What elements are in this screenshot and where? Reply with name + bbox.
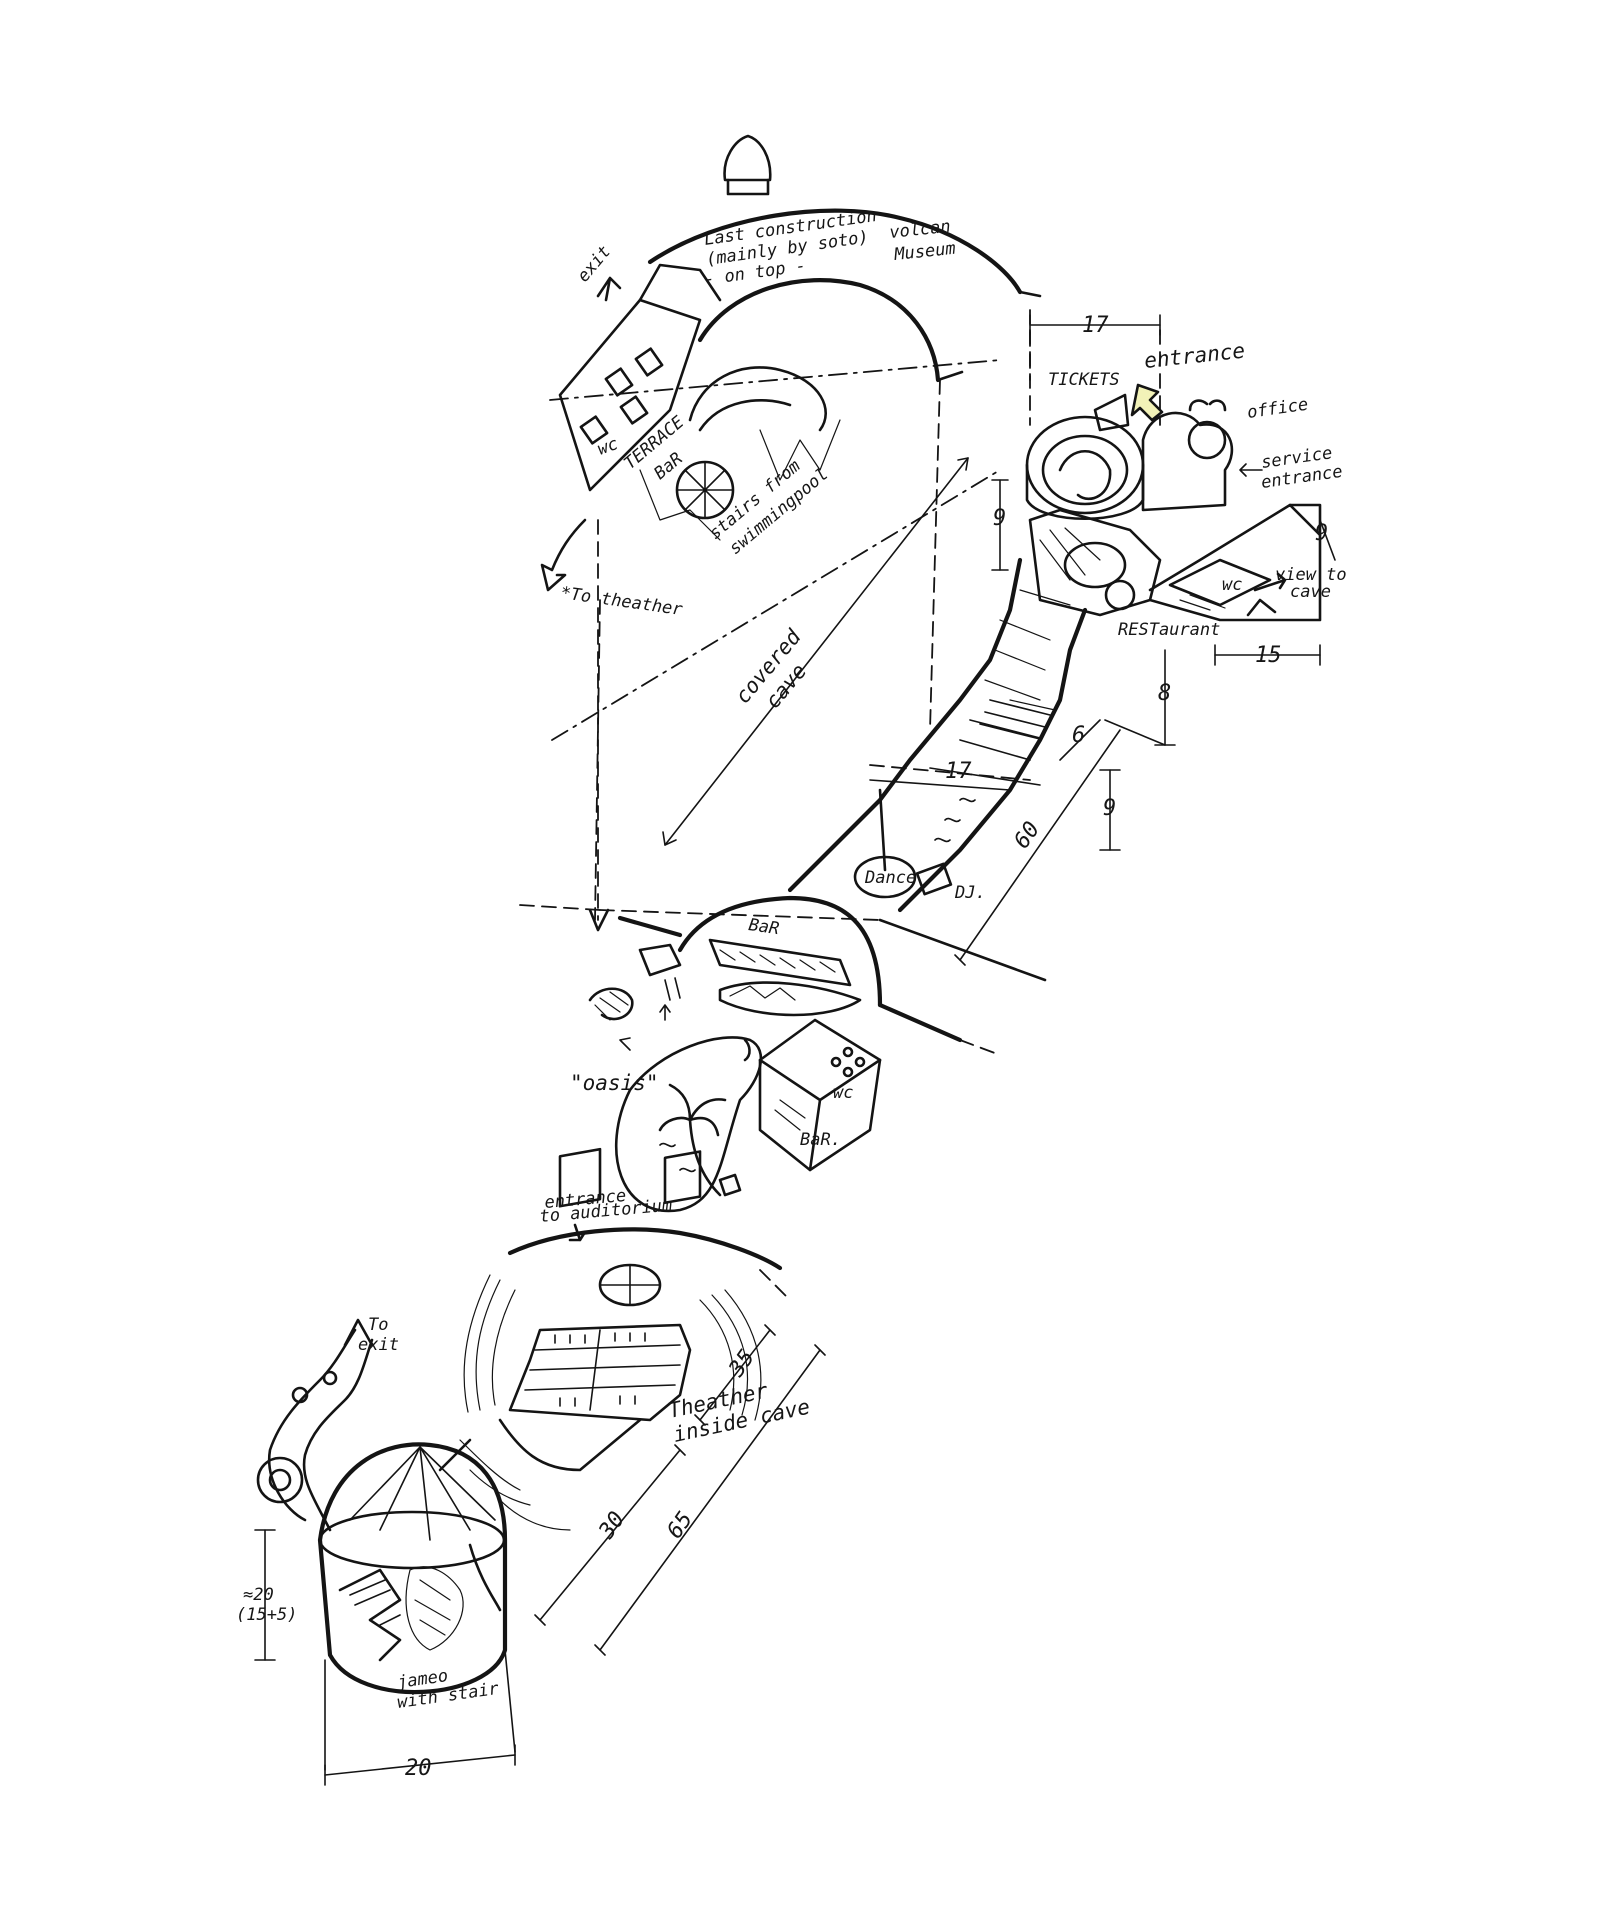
oasis-section [614,1018,882,1213]
label-height-jameo-2: (15+5) [236,1605,297,1625]
corridor-stairs [979,699,1051,740]
middle-pool [718,981,862,1017]
label-volcan-museum-2: Museum [892,239,956,265]
arrow-to-theather [540,518,587,592]
volcan-museum-section [540,134,1042,592]
label-bar-oasis: BaR. [800,1130,841,1150]
top-dome [723,134,772,182]
dim-17-top: 17 [1082,313,1109,338]
jameo-cylinder [317,1442,508,1695]
middle-spiral-stair-icon [588,987,634,1021]
label-to-exit-1: To [368,1315,388,1335]
label-to-theather: *To theather [559,583,684,620]
middle-bar-counter [708,938,852,987]
middle-stairs [638,943,682,977]
service-entrance-arrow [1239,463,1263,477]
auditorium-section [438,1147,826,1656]
label-wc-oasis: wc [833,1083,853,1103]
view-to-cave-block [1148,503,1322,622]
stage-box-right [663,1150,702,1205]
palm-tree-icon [658,1083,727,1197]
window [634,347,664,377]
exit-arrow [596,276,622,302]
exit-ramp-landing [256,1456,304,1504]
stage-box-left [558,1147,602,1208]
covered-cave-arrow [664,457,969,846]
text-labels: exit Last construction (mainly by soto) … [236,206,1347,1713]
middle-jameo [519,895,1001,1056]
restaurant-section [1028,503,1336,746]
auditorium-arch [507,1227,783,1271]
label-height-jameo-1: ≈20 [243,1585,274,1605]
dim-9-right: 9 [1315,521,1328,546]
jameo-with-stair-section [254,1318,516,1786]
covered-cave-corridor [599,557,1121,982]
view-arrow [1253,572,1287,592]
office-building [1141,411,1234,512]
restaurant-table [1063,541,1127,589]
label-to-exit-2: exit [358,1335,399,1355]
label-restaurant: RESTaurant [1118,620,1220,640]
auditorium-seating [508,1323,692,1422]
museum-arch [647,208,1023,295]
top-dome-base [726,178,770,196]
corridor-wall-left [787,557,1023,893]
label-bar-middle: BaR [747,915,780,939]
auditorium-funnel [498,1418,642,1472]
restaurant-floor [1028,508,1162,617]
label-view-to-cave-1: view to [1275,565,1347,585]
jameo-top-ellipse [318,1510,506,1570]
label-office: office [1246,395,1310,423]
dim-9-mid: 9 [1103,796,1116,821]
terrace-building [558,298,702,492]
to-exit-arrow [343,1318,374,1347]
dim-65: 65 [662,1507,698,1543]
section-axes [549,309,1031,932]
dim-60: 60 [1009,817,1045,853]
dim-20: 20 [405,1756,432,1781]
window [619,395,649,425]
label-dj: DJ. [954,883,986,903]
jameo-staircase [338,1568,402,1662]
dim-60-line [959,729,1121,961]
exit-ramp [267,1328,357,1522]
label-dance: Dance [864,868,916,888]
window [604,367,634,397]
middle-jameo-arch [677,895,883,1008]
tickets-booth [1093,393,1130,432]
tunnel-arch [697,278,941,383]
oasis-pool [614,1036,763,1213]
label-wc-right: wc [1222,575,1242,595]
dimension-labels: 17 9 9 8 15 6 17 9 60 35 30 65 20 [405,313,1328,1781]
office-round [1187,420,1227,460]
window [579,415,609,445]
dim-15: 15 [1255,643,1282,668]
dim-9-entrance: 9 [993,506,1006,531]
spiral-ramp [1058,449,1112,501]
dj-booth [915,862,953,896]
label-entrance: entrance [1143,339,1246,373]
entrance-section [991,314,1263,571]
dim-17-mid: 17 [945,759,972,784]
label-tickets: TICKETS [1048,370,1120,390]
dim-30: 30 [594,1507,630,1544]
entrance-arrow-icon [1130,383,1164,422]
label-view-to-cave-2: cave [1290,582,1331,602]
dim-6: 6 [1072,723,1085,748]
dim-8: 8 [1158,681,1171,706]
terrace-curve [688,366,827,432]
label-oasis: "oasis" [570,1071,659,1095]
oasis-bar-box [758,1018,882,1172]
